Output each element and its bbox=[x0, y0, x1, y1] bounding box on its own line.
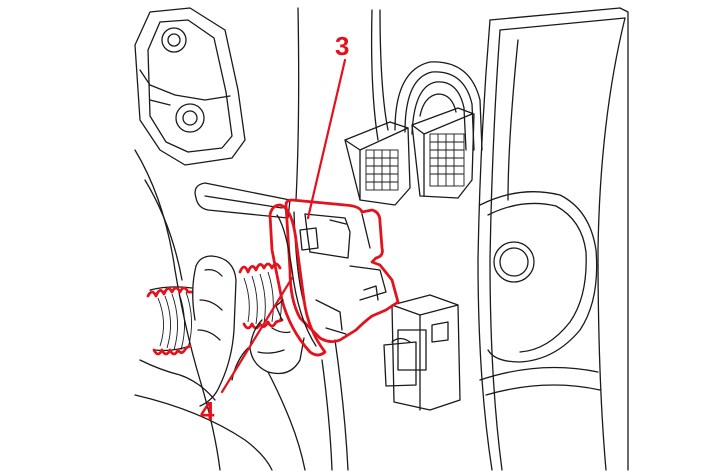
bolt-upper-icon bbox=[161, 27, 187, 53]
pillar-edges bbox=[295, 7, 389, 471]
grommet-icon bbox=[493, 241, 535, 283]
hose-middle bbox=[238, 262, 284, 330]
bolt-lower-icon bbox=[175, 103, 205, 133]
mounting-slot bbox=[194, 182, 291, 219]
hand-left bbox=[139, 255, 237, 407]
part-4-locking-ring bbox=[268, 203, 327, 357]
wire-harness bbox=[394, 61, 483, 151]
right-body-panel bbox=[477, 7, 629, 471]
hose-left bbox=[146, 286, 194, 356]
relay-block bbox=[383, 294, 461, 411]
hand-right bbox=[231, 319, 306, 471]
connector-left bbox=[344, 121, 411, 206]
upper-bracket bbox=[134, 7, 246, 166]
callout-3-leader bbox=[306, 58, 347, 220]
part-3-connector-housing bbox=[284, 198, 400, 343]
callout-3-label: 3 bbox=[335, 31, 349, 61]
callout-4-label: 4 bbox=[200, 396, 215, 426]
callout-4-leader bbox=[220, 276, 294, 394]
connector-right bbox=[411, 107, 475, 199]
